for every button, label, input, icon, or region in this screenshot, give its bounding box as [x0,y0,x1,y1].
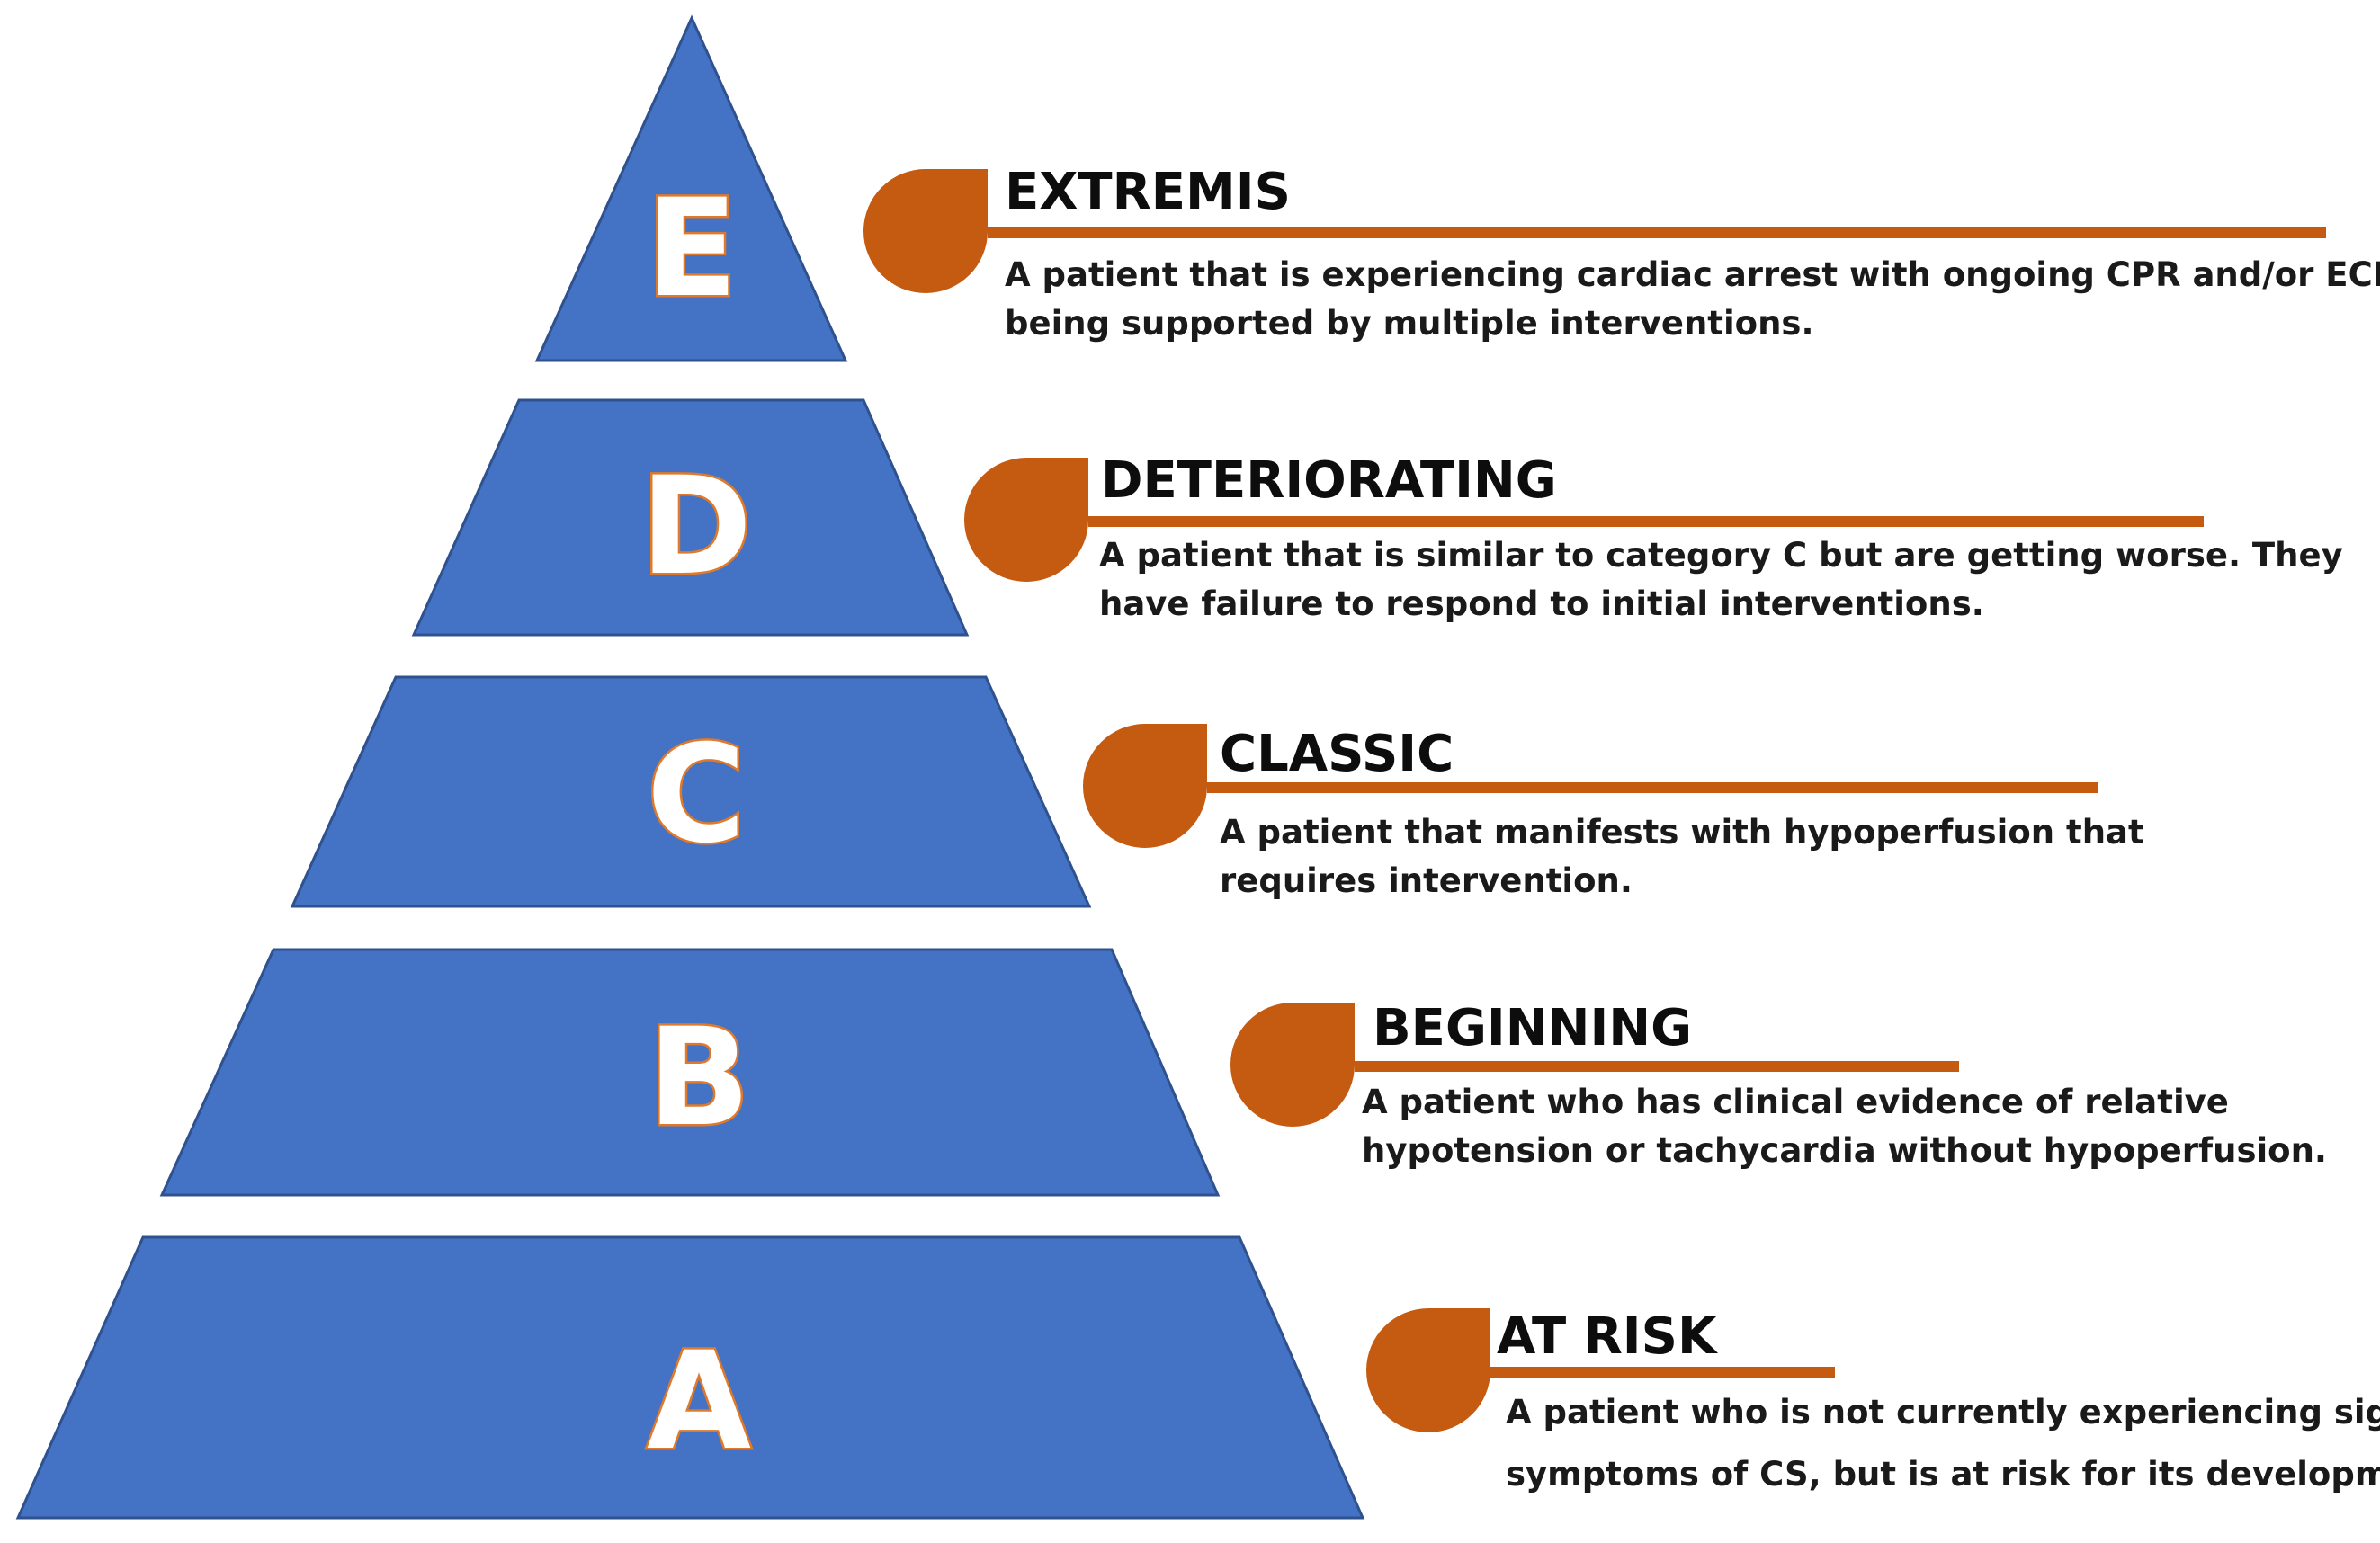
pyramid-tier-d: D [411,398,970,637]
stage-title: CLASSIC [1220,725,1454,783]
stage-beginning: BEGINNING A patient who has clinical evi… [1230,999,2327,1170]
stage-title: EXTREMIS [1005,163,1291,221]
tier-e-shape [534,14,848,362]
callout-marker [1366,1308,1490,1432]
stage-classic: CLASSIC A patient that manifests with hy… [1083,724,2144,900]
tier-d-letter: D [640,449,753,605]
pyramid-tier-b: B [159,948,1221,1197]
callout-marker [964,458,1088,582]
stage-description-line: symptoms of CS, but is at risk for its d… [1506,1455,2380,1494]
tier-e-letter: E [646,171,738,327]
stage-title: BEGINNING [1373,999,1692,1057]
tier-c-letter: C [647,717,746,873]
stage-extremis: EXTREMIS A patient that is experiencing … [863,163,2380,343]
callout-underline [988,227,2326,238]
tier-a-shape [15,1235,1365,1520]
callout-marker [863,169,988,293]
callout-underline [1088,516,2204,527]
stage-title: AT RISK [1497,1307,1719,1366]
tier-a-letter: A [647,1324,751,1480]
pyramid-tier-a: A [15,1235,1365,1520]
stage-title: DETERIORATING [1101,451,1557,510]
stage-description-line: hypotension or tachycardia without hypop… [1362,1131,2327,1170]
stage-description-line: requires intervention. [1220,861,1633,900]
stage-at-risk: AT RISK A patient who is not currently e… [1366,1307,2380,1494]
pyramid: E D C B A [15,14,1365,1520]
stage-description-line: have failure to respond to initial inter… [1099,584,1984,623]
stage-description-line: being supported by multiple intervention… [1005,304,1814,343]
callout-marker [1083,724,1207,848]
stage-description-line: A patient who is not currently experienc… [1506,1393,2380,1432]
callout-marker [1230,1003,1355,1127]
pyramid-tier-c: C [290,675,1092,908]
tier-c-shape [290,675,1092,908]
tier-b-letter: B [648,1000,750,1156]
callout-underline [1490,1367,1835,1378]
stage-description-line: A patient that manifests with hypoperfus… [1220,813,2144,852]
stage-deteriorating: DETERIORATING A patient that is similar … [964,451,2343,623]
stage-description-line: A patient who has clinical evidence of r… [1362,1083,2229,1121]
stage-description-line: A patient that is similar to category C … [1099,536,2343,575]
callout-underline [1355,1061,1959,1072]
pyramid-tier-e: E [534,14,848,362]
tier-b-shape [159,948,1221,1197]
tier-d-shape [411,398,970,637]
callout-underline [1207,782,2098,793]
stage-description-line: A patient that is experiencing cardiac a… [1005,255,2380,294]
